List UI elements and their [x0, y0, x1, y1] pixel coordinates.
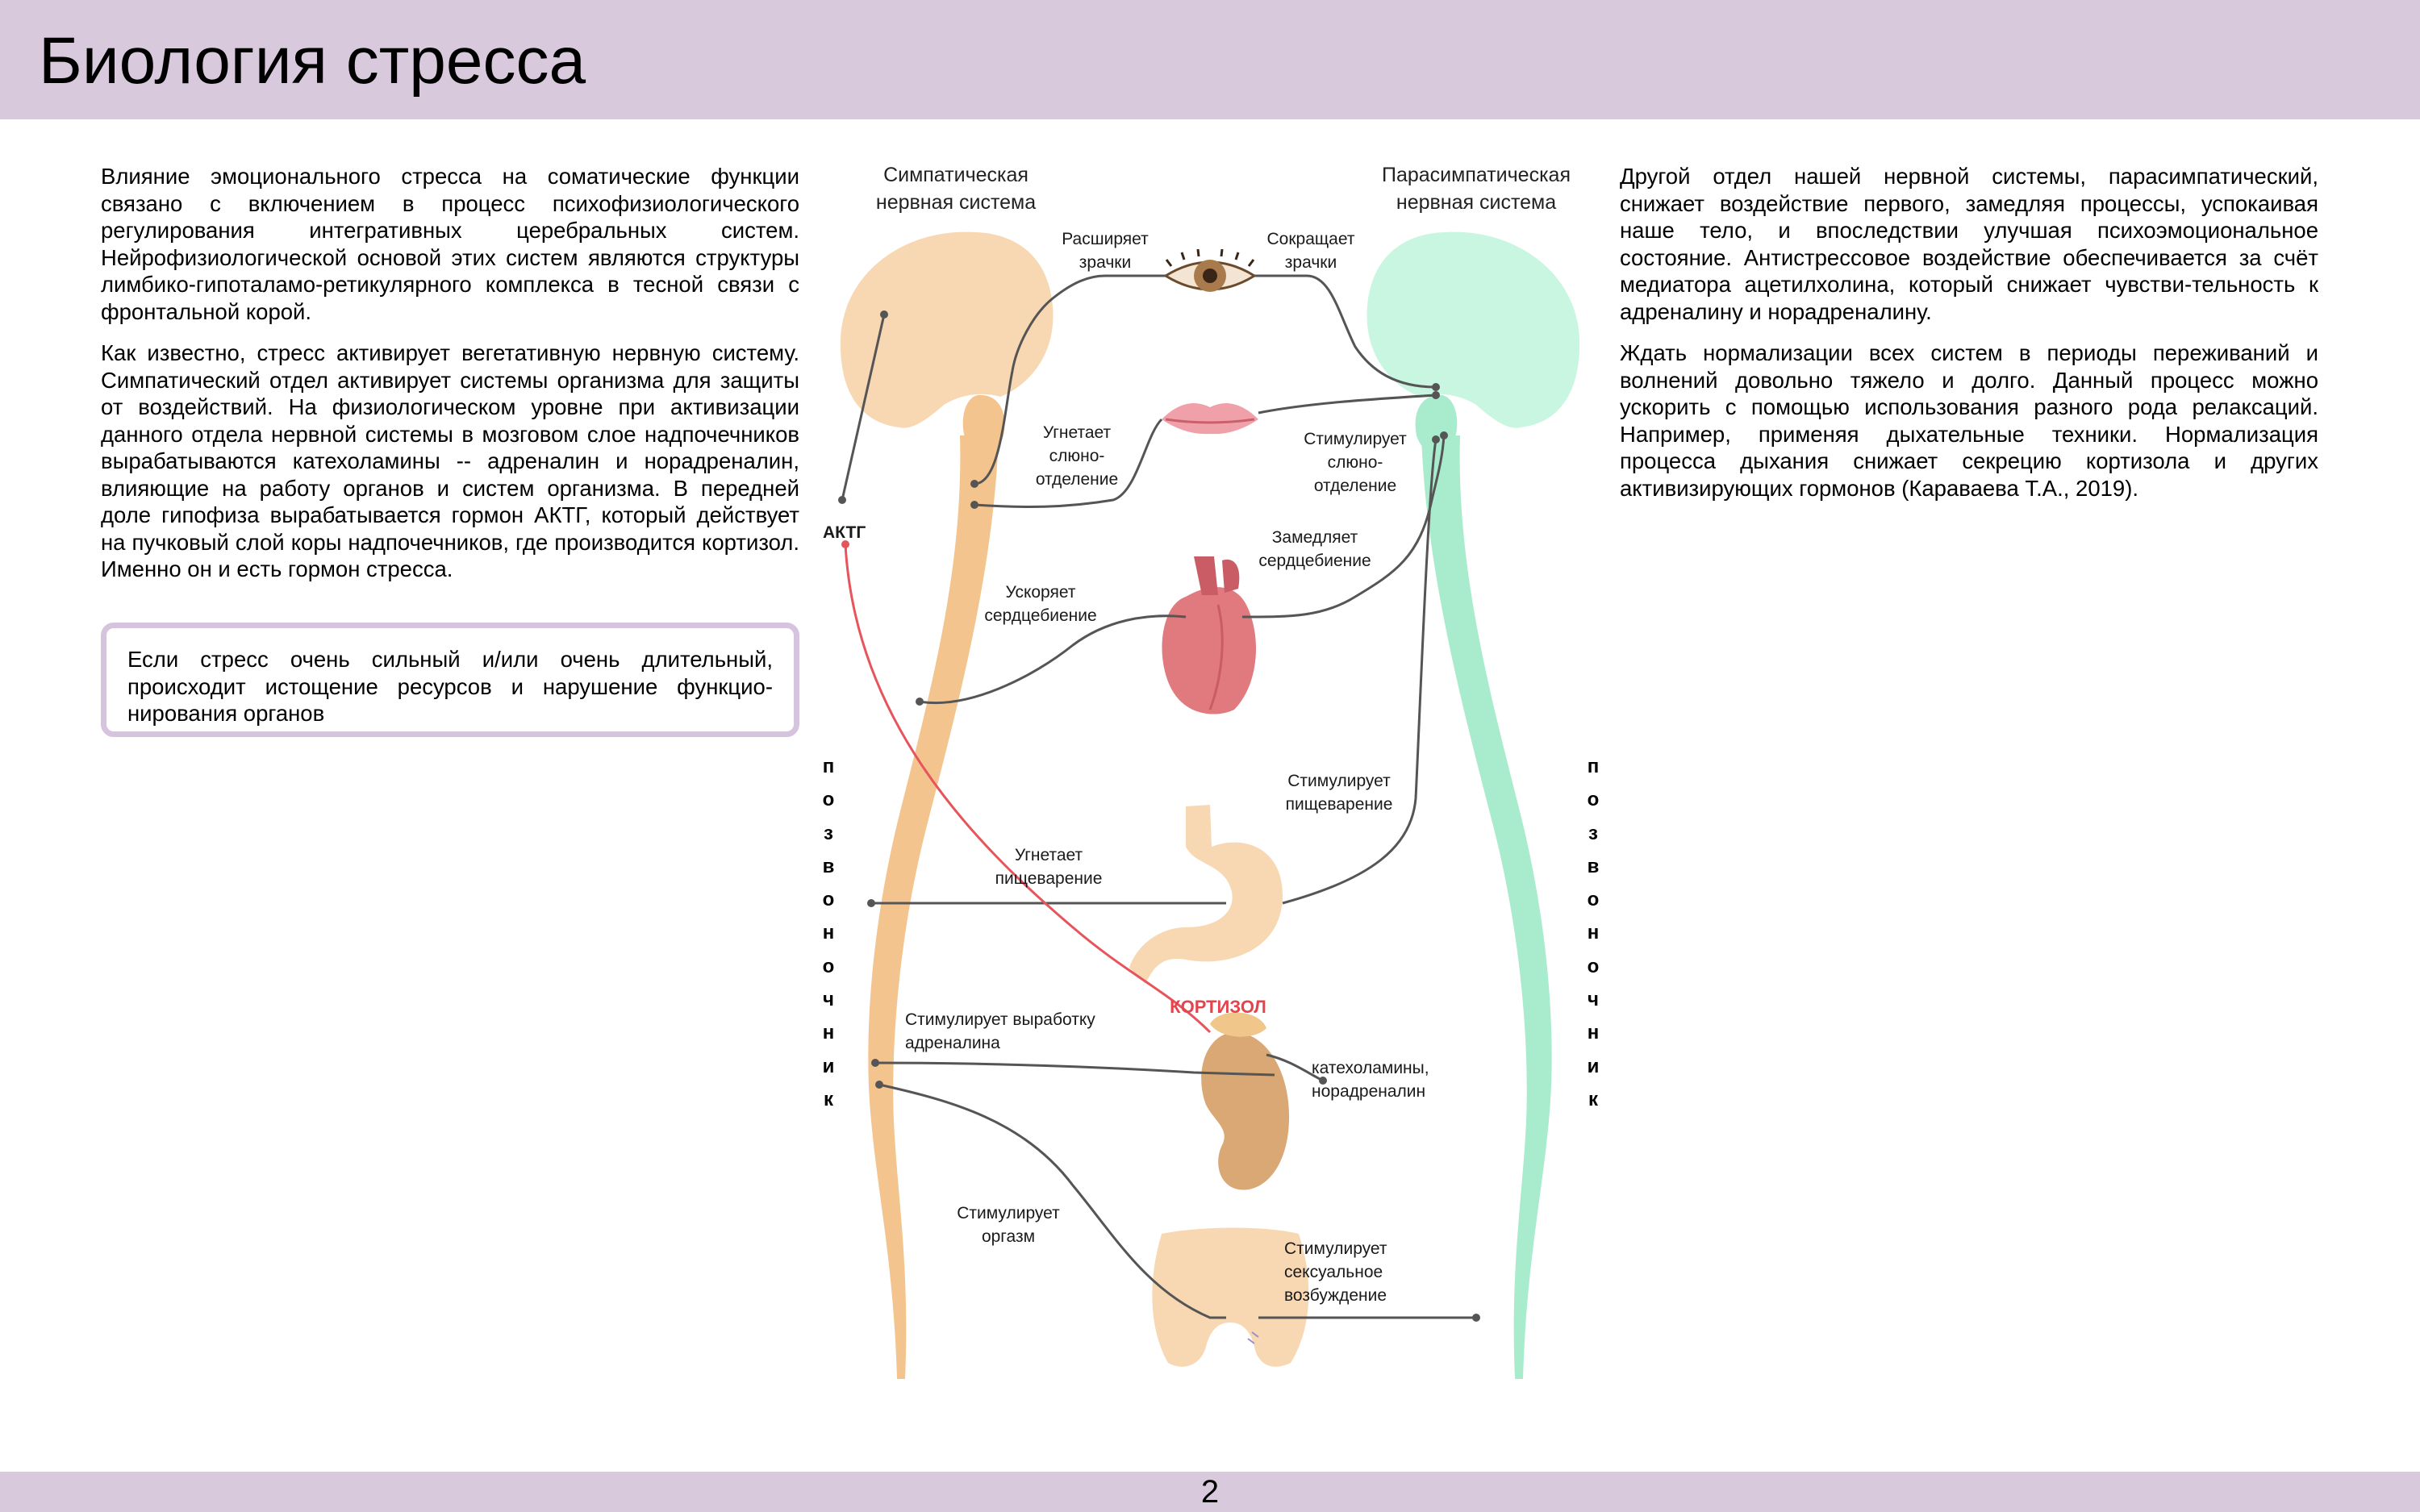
nerve-endpoints — [838, 310, 1480, 1322]
parasympathetic-title: Парасимпатическая нервная система — [1355, 161, 1597, 216]
label-actg: АКТГ — [823, 523, 866, 542]
label-speeds-heart: Ускоряет сердцебиение — [968, 581, 1113, 627]
right-paragraph-2: Ждать нормализации всех систем в периоды… — [1620, 340, 2318, 501]
sympathetic-brain — [840, 231, 1054, 428]
spine-letter: н — [1587, 922, 1600, 944]
page-title: Биология стресса — [39, 24, 586, 98]
label-line: Ускоряет — [1005, 583, 1076, 602]
label-line: катехоламины, — [1312, 1059, 1429, 1077]
sympathetic-spine — [868, 435, 999, 1379]
label-line: слюно- — [1327, 453, 1383, 472]
label-line: норадреналин — [1312, 1082, 1426, 1101]
heart-icon — [1162, 556, 1256, 714]
parasympathetic-title-line1: Парасимпатическая — [1382, 164, 1571, 186]
left-paragraph-2: Как известно, стресс активирует вегетати… — [101, 340, 799, 581]
left-paragraph-1: Влияние эмоционального стресса на сомати… — [101, 164, 799, 324]
label-dilates-pupils: Расширяет зрачки — [1049, 227, 1162, 274]
label-line: зрачки — [1079, 253, 1132, 272]
label-slows-heart: Замедляет сердцебиение — [1242, 526, 1387, 573]
label-catecholamines: катехоламины, норадреналин — [1312, 1056, 1429, 1103]
label-cortisol: КОРТИЗОЛ — [1170, 997, 1266, 1017]
lips-icon — [1162, 403, 1258, 435]
warning-callout: Если стресс очень сильный и/или очень дл… — [101, 623, 799, 737]
nerve-lines — [841, 274, 1476, 1319]
diagram-graphics — [838, 231, 1580, 1379]
spine-letter: з — [824, 822, 833, 844]
label-line: оргазм — [981, 1227, 1036, 1246]
sympathetic-title: Симпатическая нервная система — [843, 161, 1069, 216]
pelvis-icon — [1152, 1227, 1309, 1367]
parasympathetic-spine — [1421, 435, 1552, 1379]
spine-letter: ч — [823, 989, 834, 1011]
label-line: слюно- — [1049, 447, 1105, 465]
spine-letter: ч — [1588, 989, 1599, 1011]
label-line: пищеварение — [995, 869, 1103, 888]
label-stimulates-saliva: Стимулирует слюно- отделение — [1291, 427, 1420, 498]
spine-label-left: п о з в о н о ч н и к — [816, 750, 841, 1116]
spine-letter: п — [1587, 756, 1600, 777]
spine-letter: о — [1587, 955, 1600, 977]
spine-letter: в — [822, 855, 835, 877]
spine-letter: и — [822, 1055, 835, 1077]
parasympathetic-brain — [1366, 231, 1580, 428]
label-line: Стимулирует — [957, 1204, 1060, 1223]
eye-icon — [1163, 248, 1257, 292]
label-line: отделение — [1035, 470, 1119, 489]
label-line: возбуждение — [1284, 1286, 1387, 1305]
label-line: Угнетает — [1014, 846, 1083, 864]
label-inhibits-saliva: Угнетает слюно- отделение — [1024, 421, 1129, 491]
label-line: Стимулирует выработку — [905, 1010, 1095, 1029]
label-line: адреналина — [905, 1034, 1000, 1052]
spine-letter: к — [1588, 1088, 1598, 1110]
label-stimulates-digestion: Стимулирует пищеварение — [1266, 769, 1412, 816]
spine-letter: о — [822, 889, 835, 911]
label-line: Сокращает — [1266, 230, 1355, 248]
label-line: Угнетает — [1042, 423, 1112, 442]
label-line: сексуальное — [1284, 1263, 1383, 1281]
label-line: зрачки — [1284, 253, 1337, 272]
sympathetic-title-line2: нервная система — [875, 191, 1037, 214]
label-line: Замедляет — [1271, 528, 1358, 547]
spine-letter: п — [822, 756, 835, 777]
spine-letter: о — [822, 789, 835, 811]
spine-letter: о — [1587, 789, 1600, 811]
cortisol-line — [844, 544, 1212, 1034]
label-line: отделение — [1313, 477, 1397, 495]
label-stimulates-arousal: Стимулирует сексуальное возбуждение — [1284, 1237, 1387, 1307]
label-line: Стимулирует — [1284, 1239, 1387, 1258]
label-stimulates-adrenaline: Стимулирует выработку адреналина — [905, 1008, 1095, 1055]
spine-letter: и — [1587, 1055, 1600, 1077]
spine-letter: о — [1587, 889, 1600, 911]
left-text-column: Влияние эмоционального стресса на сомати… — [101, 163, 799, 598]
spine-letter: н — [822, 922, 835, 944]
spine-letter: н — [1587, 1022, 1600, 1044]
spine-letter: к — [823, 1088, 833, 1110]
stomach-icon — [1129, 805, 1283, 984]
spine-letter: з — [1588, 822, 1598, 844]
label-line: сердцебиение — [984, 606, 1097, 625]
nervous-system-diagram: Симпатическая нервная система Парасимпат… — [807, 153, 1613, 1395]
label-line: пищеварение — [1285, 795, 1393, 814]
label-constricts-pupils: Сокращает зрачки — [1254, 227, 1367, 274]
spine-letter: о — [822, 955, 835, 977]
sympathetic-title-line1: Симпатическая — [883, 164, 1028, 186]
footer-bar — [0, 1472, 2420, 1512]
label-line: Стимулирует — [1287, 772, 1391, 790]
label-stimulates-orgasm: Стимулирует оргазм — [944, 1202, 1073, 1248]
label-inhibits-digestion: Угнетает пищеварение — [976, 843, 1121, 890]
spine-label-right: п о з в о н о ч н и к — [1581, 750, 1605, 1116]
page-number: 2 — [1200, 1474, 1220, 1510]
header-bar: Биология стресса — [0, 0, 2420, 119]
label-line: сердцебиение — [1258, 552, 1371, 570]
parasympathetic-title-line2: нервная система — [1396, 191, 1557, 214]
callout-text: Если стресс очень сильный и/или очень дл… — [127, 647, 773, 726]
kidney-adrenal-icon — [1201, 1012, 1290, 1190]
spine-letter: в — [1587, 855, 1600, 877]
spine-letter: н — [822, 1022, 835, 1044]
label-line: Стимулирует — [1304, 430, 1407, 448]
right-text-column: Другой отдел нашей нервной системы, пара… — [1620, 163, 2318, 516]
right-paragraph-1: Другой отдел нашей нервной системы, пара… — [1620, 164, 2318, 324]
label-line: Расширяет — [1062, 230, 1149, 248]
